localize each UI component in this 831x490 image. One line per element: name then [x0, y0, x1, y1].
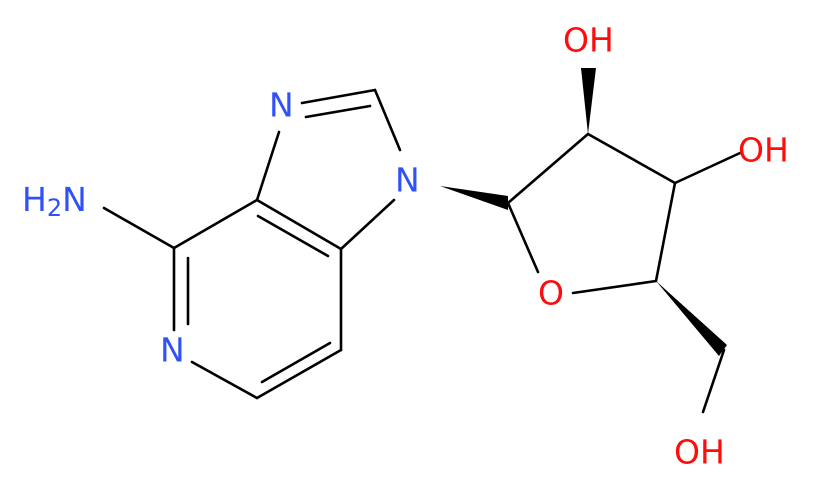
oh-2-label: OH [563, 21, 614, 60]
bond-c6-c7 [255, 348, 343, 400]
wedge-c2-oh [581, 68, 596, 134]
oh-5-label: OH [674, 433, 725, 472]
bond-c4-c3 [654, 181, 677, 283]
bond-group [102, 88, 742, 414]
bond-c3-oh [673, 151, 742, 185]
bond-n3-c2 [300, 88, 377, 105]
bond-amine-c4 [102, 206, 176, 250]
bond-c7a-c3a [255, 198, 343, 251]
bond-c2-n1 [373, 88, 402, 152]
wedge-n1-c1 [440, 186, 508, 210]
bond-n3-c2-double [304, 104, 372, 119]
bond-c2-c1 [506, 132, 590, 205]
bond-c6-c7-double [260, 341, 332, 384]
bond-o4-c4 [571, 279, 658, 295]
amine-label: H2N [22, 180, 87, 223]
n-imidazole-glyco-label: N [395, 161, 420, 200]
bond-c1-o4 [506, 201, 540, 274]
bond-n1-c7a [339, 198, 396, 251]
atom-labels: H2N N N N O OH OH OH [22, 21, 789, 472]
bond-c4-c3a [172, 198, 259, 250]
n-pyridine-label: N [160, 331, 185, 370]
oh-3-label: OH [738, 131, 789, 170]
bond-n5-c6 [190, 360, 259, 400]
bond-c3-c2 [586, 132, 677, 185]
bond-c7a-c3a-double [256, 214, 330, 258]
wedge-c4-c5 [656, 281, 727, 356]
bond-c5-oh [701, 348, 726, 414]
bond-c3a-n3 [255, 130, 281, 202]
o-ring-label: O [538, 274, 564, 313]
n-imidazole-top-label: N [269, 86, 294, 125]
wedge-group [440, 68, 727, 356]
